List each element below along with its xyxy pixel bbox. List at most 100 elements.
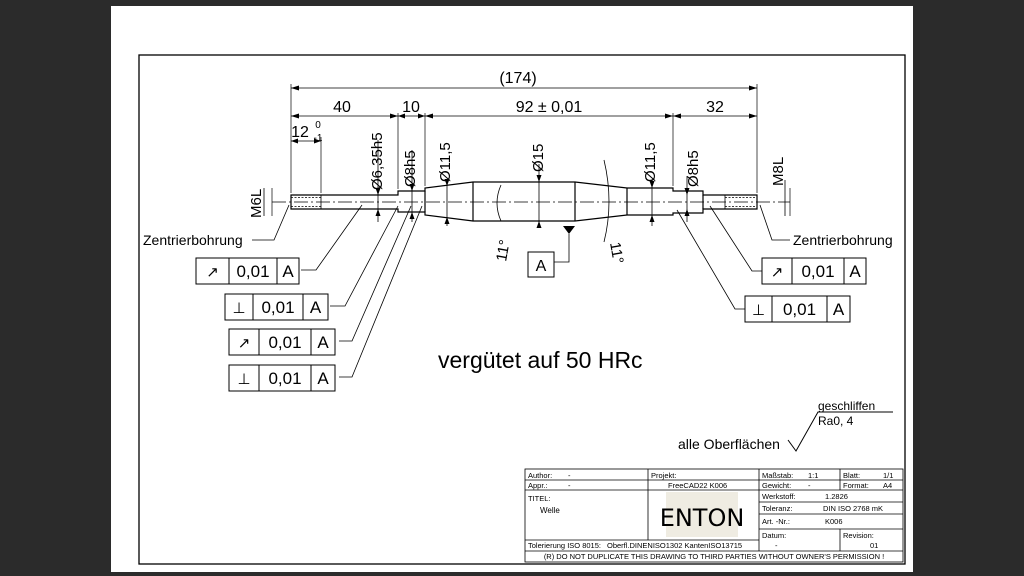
tb-appr-value: -: [568, 481, 571, 490]
dim-dia-115-left: Ø11,5: [437, 142, 454, 182]
surface-all-label: alle Oberflächen: [678, 436, 780, 452]
frame-leaders: [301, 204, 762, 378]
tb-copyright: (R) DO NOT DUPLICATE THIS DRAWING TO THI…: [544, 552, 884, 561]
tb-scale-label: Maßstab:: [762, 471, 793, 480]
frame-symbol-icon: ⊥: [232, 300, 245, 317]
dim-m6l: M6L: [248, 189, 265, 218]
tb-appr-label: Appr.:: [528, 481, 548, 490]
frame-datum: A: [849, 262, 861, 281]
drawing-frame: [138, 54, 906, 565]
dim-m8l: M8L: [770, 157, 787, 186]
dimension-arrows: [291, 85, 757, 144]
tb-author-value: -: [568, 471, 571, 480]
frame-symbol-icon: ⊥: [237, 371, 250, 388]
tb-format-label: Format:: [843, 481, 869, 490]
title-block: [524, 468, 904, 563]
feature-control-frame: ↗ 0,01 A: [228, 328, 336, 356]
center-bore-label-right: Zentrierbohrung: [793, 232, 893, 248]
frame-value: 0,01: [261, 298, 294, 317]
dim-40: 40: [333, 99, 351, 116]
feature-control-frame: ⊥ 0,01 A: [224, 293, 329, 321]
center-bore-leaders: [252, 204, 790, 241]
frame-border: [228, 328, 336, 356]
dim-12-tol-lower: -1: [314, 133, 323, 144]
dim-10: 10: [402, 99, 420, 116]
tb-material-value: 1.2826: [825, 492, 848, 501]
shaft-outline: [290, 181, 758, 222]
tb-revision-value: 01: [870, 541, 878, 550]
extension-lines: [271, 84, 791, 216]
tb-title-value: Welle: [540, 506, 560, 515]
frame-value: 0,01: [268, 369, 301, 388]
frame-datum: A: [310, 298, 322, 317]
company-logo: ENTON: [660, 504, 745, 532]
tb-date-label: Datum:: [762, 531, 786, 540]
feature-control-frame: ↗ 0,01 A: [761, 257, 867, 285]
frame-border: [744, 295, 851, 323]
dim-dia-115-right: Ø11,5: [642, 142, 659, 182]
surface-process-label: geschliffen: [818, 399, 875, 413]
frame-value: 0,01: [801, 262, 834, 281]
tb-material-label: Werkstoff:: [762, 492, 795, 501]
datum-symbol: [527, 226, 575, 278]
frame-symbol-icon: ↗: [206, 264, 219, 281]
tb-footer-tolerance: Tolerierung ISO 8015:: [528, 541, 601, 550]
tb-sheet-value: 1/1: [883, 471, 893, 480]
tb-footer-surface: Oberfl.DINENISO1302 KantenISO13715: [607, 541, 742, 550]
tb-artnr-value: K006: [825, 517, 843, 526]
feature-control-frame: ⊥ 0,01 A: [228, 364, 336, 392]
tb-project-value: FreeCAD22 K006: [668, 481, 727, 490]
surface-finish-symbol: [787, 411, 893, 452]
frame-datum: A: [317, 369, 329, 388]
dim-overall: (174): [499, 70, 536, 87]
tb-revision-label: Revision:: [843, 531, 874, 540]
tb-project-label: Projekt:: [651, 471, 676, 480]
diameter-arrows: [375, 175, 690, 228]
frame-value: 0,01: [268, 333, 301, 352]
frame-datum: A: [833, 300, 845, 319]
tb-weight-value: -: [808, 481, 811, 490]
dim-12-tol-upper: 0: [315, 120, 321, 131]
tb-tolerance-label: Toleranz:: [762, 504, 792, 513]
tb-title-label: TITEL:: [528, 494, 551, 503]
tb-artnr-label: Art. -Nr.:: [762, 517, 790, 526]
tb-format-value: A4: [883, 481, 892, 490]
tb-footer-dash: -: [775, 541, 778, 550]
frame-border: [228, 364, 336, 392]
dim-dia-8-right: Ø8h5: [685, 150, 702, 187]
dim-dia-8-left: Ø8h5: [402, 150, 419, 187]
dim-32: 32: [706, 99, 724, 116]
tb-scale-value: 1:1: [808, 471, 818, 480]
frame-border: [761, 257, 867, 285]
tb-tolerance-value: DIN ISO 2768 mK: [823, 504, 883, 513]
title-block-text: Author: - Appr.: - Projekt: FreeCAD22 K0…: [528, 471, 893, 561]
frame-symbol-icon: ↗: [238, 335, 251, 352]
frame-datum: A: [282, 262, 294, 281]
tb-author-label: Author:: [528, 471, 552, 480]
tb-weight-label: Gewicht:: [762, 481, 791, 490]
frame-datum: A: [317, 333, 329, 352]
frame-border: [224, 293, 329, 321]
dim-angle-left: 11°: [493, 238, 513, 262]
feature-control-frame: ↗ 0,01 A: [195, 257, 300, 285]
dim-12: 12: [291, 124, 309, 141]
dim-dia-635: Ø6,35h5: [369, 132, 386, 190]
paper: [111, 6, 913, 572]
logo-background: [666, 492, 738, 537]
frame-value: 0,01: [783, 300, 816, 319]
datum-label: A: [536, 258, 547, 275]
frame-symbol-icon: ↗: [771, 264, 784, 281]
tb-sheet-label: Blatt:: [843, 471, 860, 480]
surface-ra-label: Ra0, 4: [818, 414, 854, 428]
heat-treatment-note: vergütet auf 50 HRc: [438, 347, 643, 373]
frame-value: 0,01: [236, 262, 269, 281]
dim-angle-right: 11°: [606, 241, 626, 265]
dim-92: 92 ± 0,01: [516, 99, 583, 116]
frame-symbol-icon: ⊥: [752, 302, 765, 319]
dim-dia-15: Ø15: [530, 144, 547, 172]
frame-border: [195, 257, 300, 285]
feature-control-frame: ⊥ 0,01 A: [744, 295, 851, 323]
center-bore-label-left: Zentrierbohrung: [143, 232, 243, 248]
